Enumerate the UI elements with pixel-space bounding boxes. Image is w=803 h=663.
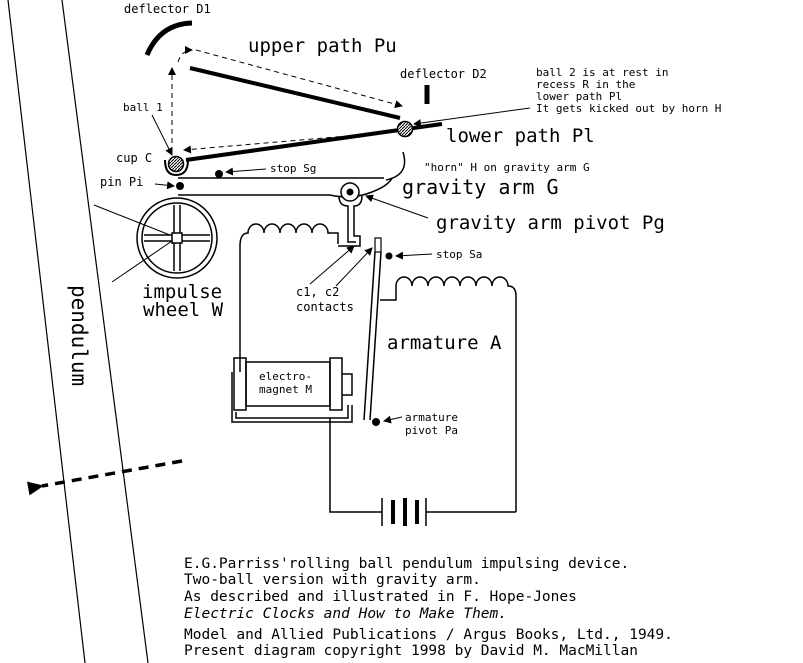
ball-2 — [396, 120, 414, 138]
label-ball2-note-1: ball 2 is at rest in — [536, 66, 668, 79]
horn-h — [385, 151, 406, 181]
gravity-arm-pivot — [340, 182, 360, 202]
label-stop-sg: stop Sg — [270, 162, 316, 175]
label-electromagnet-1: electro- — [259, 370, 312, 383]
label-deflector-d2: deflector D2 — [400, 67, 487, 81]
caption-line-6: Present diagram copyright 1998 by David … — [184, 643, 638, 659]
pin-pi — [176, 182, 184, 190]
caption-line-4: Electric Clocks and How to Make Them. — [184, 606, 507, 622]
caption-line-1: E.G.Parriss'rolling ball pendulum impuls… — [184, 556, 629, 572]
caption-line-3: As described and illustrated in F. Hope-… — [184, 589, 577, 605]
label-cup: cup C — [116, 151, 152, 165]
pendulum-motion-arrow — [26, 459, 183, 496]
label-gravity-pivot: gravity arm pivot Pg — [436, 212, 665, 234]
label-impulse-2: wheel W — [143, 299, 224, 321]
electromagnet-m — [231, 357, 353, 423]
label-contacts-1: c1, c2 — [296, 285, 339, 299]
label-impulse-1: impulse — [142, 281, 222, 303]
caption-line-2: Two-ball version with gravity arm. — [184, 572, 481, 588]
label-electromagnet-2: magnet M — [259, 383, 312, 396]
label-upper-path: upper path Pu — [248, 35, 397, 57]
armature-pivot — [372, 418, 380, 426]
label-pin: pin Pi — [100, 175, 143, 189]
pendulum-rod — [7, 0, 149, 663]
label-contacts-2: contacts — [296, 300, 354, 314]
deflector-d1 — [144, 20, 193, 57]
gravity-arm-contact-arm — [338, 195, 363, 247]
label-stop-sa: stop Sa — [436, 248, 482, 261]
label-ball2-note-3: lower path Pl — [536, 90, 622, 103]
upper-path — [189, 66, 401, 120]
label-armature-pivot-1: armature — [405, 411, 458, 424]
upper-coil — [239, 223, 339, 247]
label-armature-pivot-2: pivot Pa — [405, 424, 458, 437]
impulse-wheel-w — [136, 197, 218, 279]
label-ball1: ball 1 — [123, 101, 163, 114]
label-ball2-note-2: recess R in the — [536, 78, 635, 91]
battery — [381, 498, 427, 526]
cup-c — [164, 155, 189, 177]
label-armature: armature A — [387, 332, 502, 354]
label-horn: "horn" H on gravity arm G — [424, 161, 590, 174]
label-deflector-d1: deflector D1 — [124, 2, 211, 16]
ball-trajectory — [168, 46, 403, 154]
armature-spring — [380, 276, 517, 512]
labels: deflector D1 upper path Pu deflector D2 … — [67, 2, 721, 437]
armature-a — [363, 237, 382, 421]
gravity-arm-g — [178, 177, 393, 198]
caption-line-5: Model and Allied Publications / Argus Bo… — [184, 627, 673, 643]
caption: E.G.Parriss'rolling ball pendulum impuls… — [184, 556, 673, 659]
ball-1 — [167, 155, 185, 173]
label-lower-path: lower path Pl — [446, 125, 595, 147]
leader-lines — [93, 107, 531, 424]
wiring — [329, 418, 516, 513]
stop-sa — [385, 252, 393, 260]
label-ball2-note-4: It gets kicked out by horn H — [536, 102, 721, 115]
label-pendulum: pendulum — [67, 285, 91, 386]
stop-sg — [215, 170, 223, 178]
label-gravity-arm: gravity arm G — [402, 175, 559, 199]
